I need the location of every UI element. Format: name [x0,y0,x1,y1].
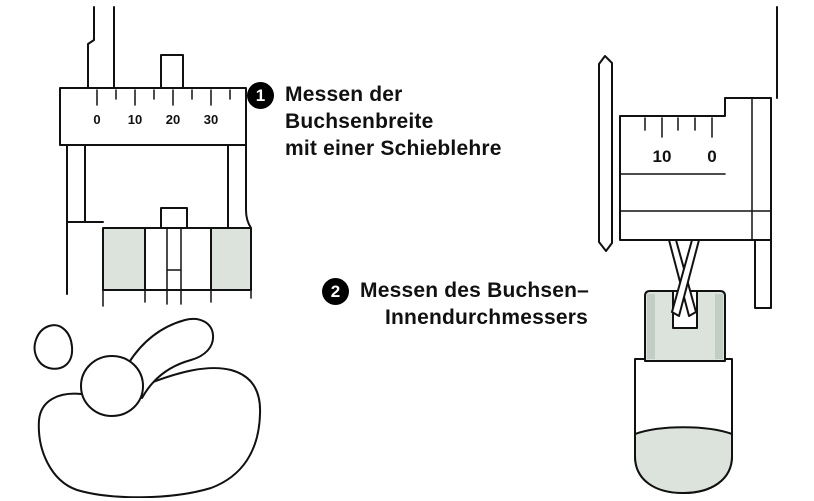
step-2-badge: 2 [322,278,349,305]
step-1-line-1: Messen der [285,83,403,106]
step-1-line-3: mit einer Schieblehre [285,137,502,160]
step-1-text: Messen der Buchsenbreite mit einer Schie… [285,81,502,162]
slider-jaw-tab [160,207,188,229]
caliper-upper-beam [87,6,184,89]
step-1-badge: 1 [247,82,274,109]
step-2-line-1: Messen des Buchsen– [360,279,590,302]
right-scale-label-10: 10 [653,147,672,166]
scale-label-0: 0 [93,112,100,127]
depth-column [754,239,772,309]
right-illustration: 10 0 [598,6,778,494]
right-scale-ticks-minor [644,117,696,131]
caliper-body [619,97,772,241]
step-1-line-2: Buchsenbreite [285,110,434,133]
bushing-left-section [102,227,146,291]
scale-ticks-major [96,89,212,106]
bushing-shade-right [715,294,723,359]
bushing-shade-left [647,294,655,359]
step-2-line-2: Innendurchmessers [385,306,588,329]
holder-cylinder-base [634,426,733,494]
step-2-text: Messen des Buchsen– Innendurchmessers [360,277,589,331]
scale-label-30: 30 [204,112,218,127]
bushing-right-section [210,227,252,291]
caliper-body-lines [619,97,772,241]
scale-label-10: 10 [128,112,142,127]
scale-ticks-minor [115,89,231,100]
workpiece-lug [33,324,73,370]
caliper-right-jaw [227,144,252,229]
caliper-left-jaw [66,144,104,295]
clamp-body [144,227,212,291]
inside-jaw-right [671,239,700,317]
bushing-continuation-lines [102,289,252,307]
step-1-annotation: 1 Messen der Buchsenbreite mit einer Sch… [247,81,502,162]
workpiece-knob [80,355,144,417]
scale-label-20: 20 [166,112,180,127]
right-scale-label-0: 0 [707,147,716,166]
flat-washer [598,55,613,252]
step-2-annotation: 2 Messen des Buchsen– Innendurchmessers [322,277,589,331]
slider-jaw-stem [166,227,182,291]
left-illustration: 0 10 20 30 [33,6,262,498]
right-scale-ticks-major [661,117,713,138]
